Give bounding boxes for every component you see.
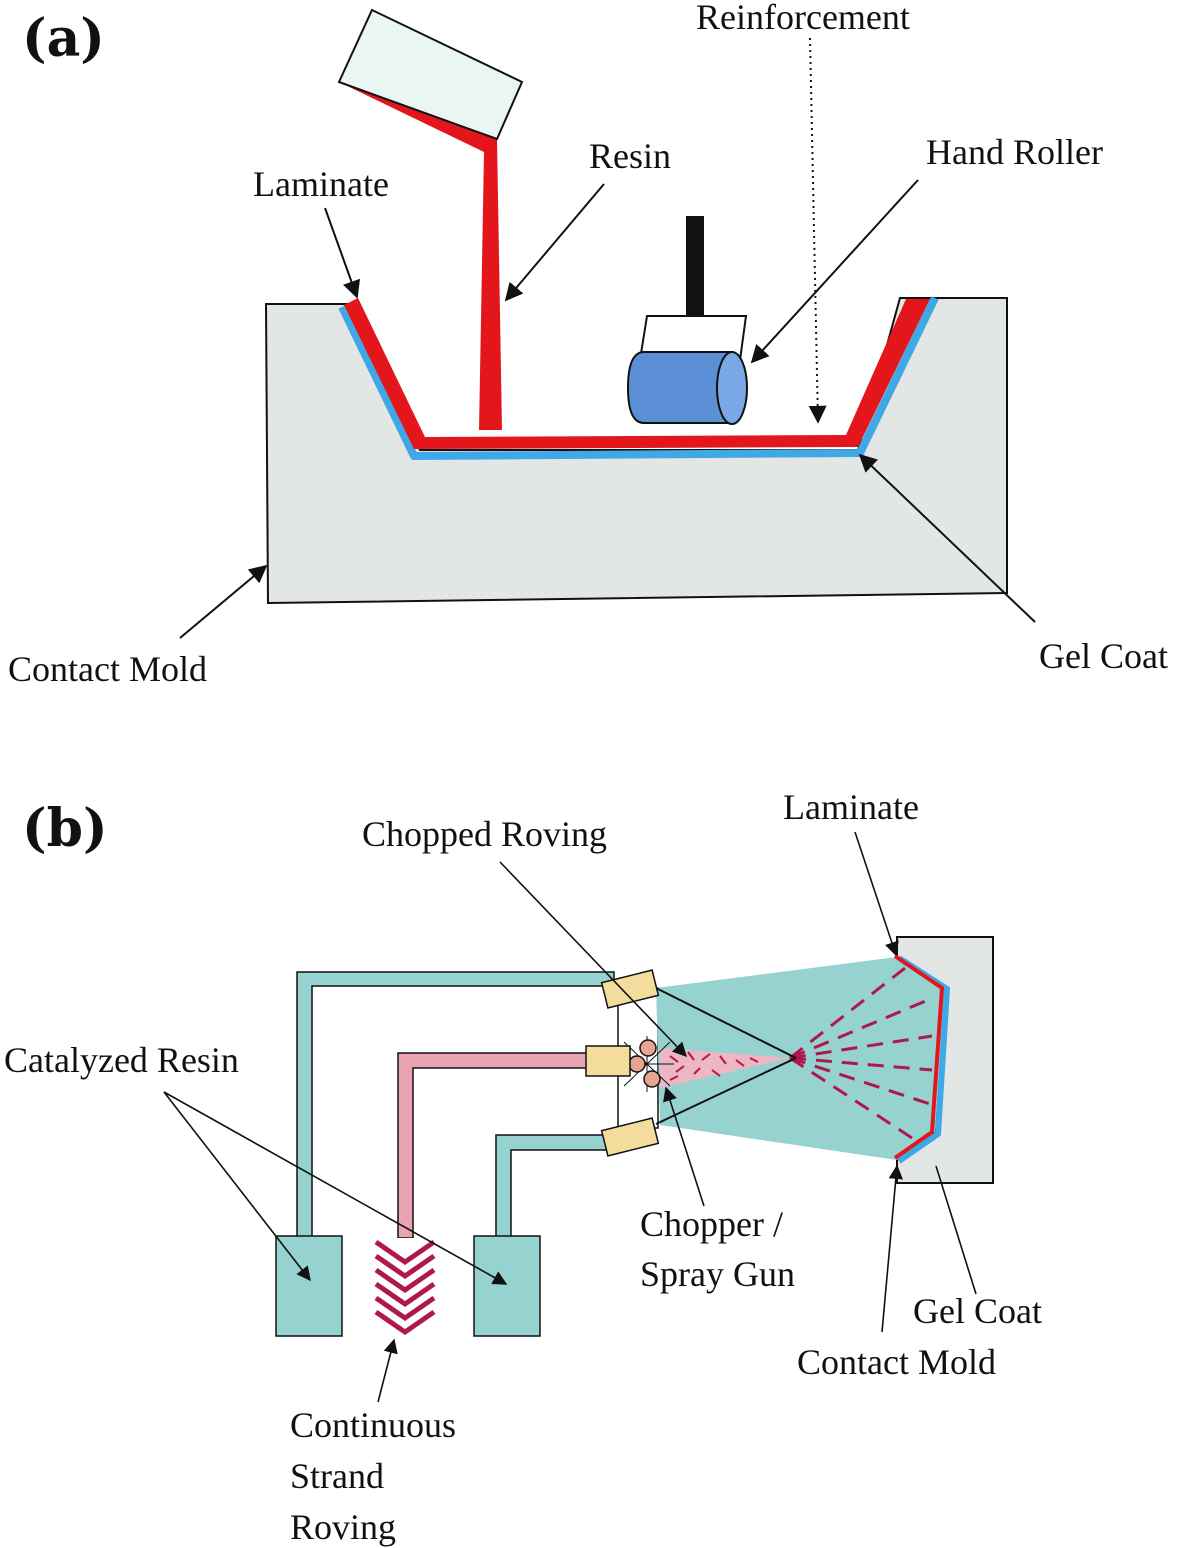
laminate-layer-b (893, 954, 945, 1160)
label-chopper-1: Chopper / (640, 1204, 783, 1244)
label-laminate-a: Laminate (253, 164, 389, 204)
roller-cylinder (626, 351, 733, 424)
panel-b: (b) (4, 787, 1042, 1547)
resin-pipe-bottom (495, 1134, 615, 1241)
chopped-fiber-bits (669, 1051, 759, 1081)
label-contact-mold-b: Contact Mold (797, 1342, 996, 1382)
nozzle-middle (585, 1045, 631, 1077)
label-gel-coat-a: Gel Coat (1039, 636, 1168, 676)
label-resin-a: Resin (589, 136, 671, 176)
label-laminate-b: Laminate (783, 787, 919, 827)
label-gel-coat-b: Gel Coat (913, 1291, 1042, 1331)
resin-pipe-top (296, 971, 615, 1241)
catalyzed-resin-tank-right (473, 1235, 541, 1337)
arrow-chopper (663, 1086, 705, 1207)
nozzle-bottom (600, 1117, 660, 1157)
label-chopped-roving: Chopped Roving (362, 814, 607, 854)
label-contact-mold-a: Contact Mold (8, 649, 207, 689)
roller-handle (686, 216, 704, 316)
panel-b-tag: (b) (22, 798, 108, 859)
label-reinforcement: Reinforcement (696, 0, 910, 37)
fiber-spray (789, 966, 933, 1140)
arrow-catalyzed-resin-right (163, 1091, 508, 1285)
roller-end (716, 351, 748, 425)
line-gel-coat-b (935, 1165, 977, 1295)
label-hand-roller: Hand Roller (926, 132, 1103, 172)
arrow-catalyzed-resin-left (163, 1091, 311, 1282)
hand-roller (626, 216, 748, 425)
arrow-laminate-a (324, 207, 360, 299)
gel-coat-layer-a (338, 296, 939, 460)
label-chopper-2: Spray Gun (640, 1254, 795, 1294)
arrow-reinforcement (808, 37, 827, 424)
label-strand-1: Continuous (290, 1405, 456, 1445)
arrow-contact-mold-b (881, 1164, 904, 1333)
resin-bucket (337, 8, 524, 141)
label-strand-3: Roving (290, 1507, 396, 1547)
arrow-gel-coat-a (858, 453, 1036, 623)
label-strand-2: Strand (290, 1456, 384, 1496)
arrow-strand-roving (377, 1338, 398, 1403)
arrow-chopped-roving (499, 861, 687, 1058)
converge-top (655, 987, 797, 1059)
converge-bottom (655, 1057, 797, 1125)
panel-a-tag: (a) (22, 8, 105, 69)
resin-stream (339, 82, 502, 430)
roving-spool (374, 1238, 436, 1336)
arrow-resin-a (504, 183, 605, 302)
arrow-contact-mold-a (179, 564, 268, 639)
panel-a: (a) Reinforcement Resin Hand Roller Lami… (8, 0, 1168, 689)
arrow-hand-roller (750, 179, 919, 364)
label-catalyzed-resin: Catalyzed Resin (4, 1040, 239, 1080)
catalyzed-resin-tank-left (275, 1235, 343, 1337)
arrow-laminate-b (854, 831, 899, 957)
